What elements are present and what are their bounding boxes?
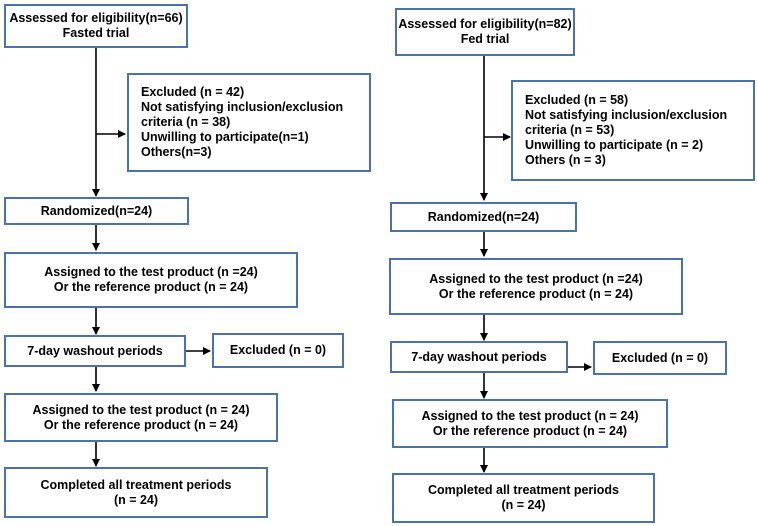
fed-trial-label: Fed trial: [460, 32, 510, 46]
fed-washout-excluded-label: Excluded (n = 0): [611, 350, 709, 365]
fed-assigned2-box: Assigned to the test product (n = 24) Or…: [392, 399, 668, 448]
fasted-excluded-line: Excluded (n = 42): [141, 85, 245, 99]
fasted-washout-excluded-box: Excluded (n = 0): [212, 333, 344, 368]
fasted-eligibility-box: Assessed for eligibility(n=66) Fasted tr…: [4, 4, 188, 48]
fed-randomized-box: Randomized(n=24): [390, 202, 577, 232]
fasted-excluded-line: Unwilling to participate(n=1): [141, 130, 309, 144]
fasted-trial-label: Fasted trial: [62, 26, 130, 40]
fed-excluded-line: criteria (n = 53): [525, 123, 615, 137]
fasted-washout-box: 7-day washout periods: [4, 335, 186, 367]
fasted-assigned2-line: Assigned to the test product (n = 24): [32, 402, 250, 417]
fed-eligibility-line: Assessed for eligibility(n=82): [398, 17, 572, 31]
fed-completed-box: Completed all treatment periods (n = 24): [392, 473, 655, 523]
fasted-assigned2-box: Assigned to the test product (n = 24) Or…: [4, 393, 278, 442]
fasted-assigned-line: Assigned to the test product (n =24): [44, 265, 258, 279]
fed-assigned-box: Assigned to the test product (n =24) Or …: [389, 258, 683, 315]
fed-excluded-line: Others (n = 3): [525, 153, 606, 167]
fed-assigned2-line: Or the reference product (n = 24): [432, 423, 628, 438]
fasted-assigned2-line: Or the reference product (n = 24): [43, 417, 239, 432]
fed-excluded-line: Not satisfying inclusion/exclusion: [525, 108, 728, 122]
fed-excluded-line: Excluded (n = 58): [525, 93, 629, 107]
fasted-completed-line: Completed all treatment periods: [40, 477, 232, 492]
fed-washout-box: 7-day washout periods: [390, 341, 568, 373]
fed-washout-excluded-box: Excluded (n = 0): [593, 341, 727, 375]
fasted-assigned-box: Assigned to the test product (n =24) Or …: [4, 252, 298, 308]
fed-excluded-box: Excluded (n = 58) Not satisfying inclusi…: [511, 80, 755, 181]
fed-assigned-line: Assigned to the test product (n =24): [429, 271, 643, 286]
fed-washout-label: 7-day washout periods: [411, 349, 547, 364]
fed-completed-line: Completed all treatment periods: [427, 483, 619, 497]
fed-eligibility-box: Assessed for eligibility(n=82) Fed trial: [395, 8, 575, 56]
fasted-excluded-line: Not satisfying inclusion/exclusion: [141, 100, 344, 114]
fasted-washout-excluded-label: Excluded (n = 0): [229, 343, 327, 357]
fasted-excluded-line: Others(n=3): [141, 145, 212, 159]
fed-randomized-label: Randomized(n=24): [427, 209, 540, 224]
fasted-completed-line: (n = 24): [113, 492, 159, 507]
fed-assigned-line: Or the reference product (n = 24): [438, 286, 634, 301]
fasted-completed-box: Completed all treatment periods (n = 24): [4, 467, 268, 518]
fasted-randomized-label: Randomized(n=24): [40, 203, 153, 218]
fasted-eligibility-line: Assessed for eligibility(n=66): [9, 11, 183, 25]
fasted-excluded-box: Excluded (n = 42) Not satisfying inclusi…: [127, 73, 371, 172]
fed-assigned2-line: Assigned to the test product (n = 24): [421, 408, 639, 423]
fed-excluded-line: Unwilling to participate (n = 2): [525, 138, 704, 152]
fasted-washout-label: 7-day washout periods: [27, 343, 163, 358]
fasted-excluded-line: criteria (n = 38): [141, 115, 231, 129]
fed-completed-line: (n = 24): [501, 498, 546, 512]
fasted-assigned-line: Or the reference product (n = 24): [53, 280, 249, 294]
fasted-randomized-box: Randomized(n=24): [4, 197, 189, 225]
